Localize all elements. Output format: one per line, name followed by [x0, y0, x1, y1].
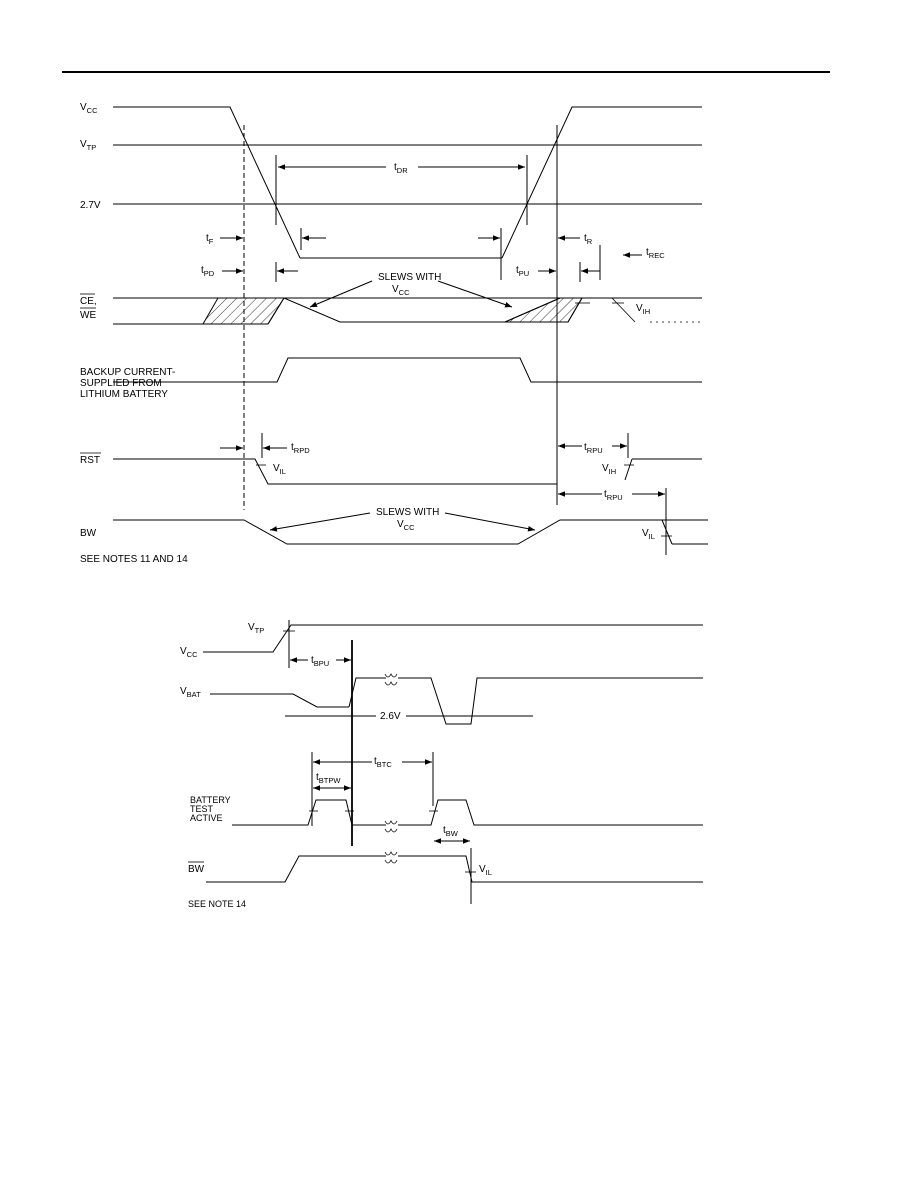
label-trec: tREC: [646, 247, 665, 260]
label-vih-ce: VIH: [636, 303, 650, 316]
label-vil-bw: VIL: [642, 528, 655, 541]
bw-fall-slope: [661, 519, 673, 545]
label-tr: tR: [584, 233, 593, 246]
label-trpu: tRPU: [584, 442, 603, 455]
slews-1-arrow-right: [437, 280, 513, 308]
label-bw: BW: [80, 528, 97, 539]
ce-hatch-right: [504, 297, 583, 323]
label-vbat: VBAT: [180, 686, 201, 699]
bta-break-symbol: [384, 820, 398, 833]
vbat-after-break: [398, 677, 703, 725]
v26-label-bg: [376, 709, 406, 722]
battery-test-timing: VTP VCC VBAT BATTERY TEST ACTIVE BW tBPU…: [180, 620, 703, 909]
label-we: WE: [80, 310, 96, 321]
label-trpu-bw: tRPU: [604, 489, 623, 502]
label-slews-1-vcc: VCC: [392, 284, 410, 297]
label-tbpu: tBPU: [311, 655, 329, 668]
bw-waveform: [113, 519, 708, 545]
label-vcc-b: VCC: [180, 646, 198, 659]
label-tf: tF: [206, 233, 214, 246]
label-2-6v: 2.6V: [380, 711, 401, 722]
vcc-b-waveform: [203, 624, 703, 653]
label-bta-2: TEST: [190, 804, 214, 814]
label-tbtc: tBTC: [374, 756, 392, 769]
label-vil-rst: VIL: [273, 463, 286, 476]
trpu-label-bg: [582, 438, 612, 453]
label-backup-3: LITHIUM BATTERY: [80, 389, 168, 400]
tdr-label-bg: [386, 158, 418, 174]
backup-current-waveform: [113, 357, 702, 383]
ce-hatch-left: [202, 297, 285, 325]
label-tbw: tBW: [443, 825, 459, 838]
label-vtp-b: VTP: [248, 622, 264, 635]
label-slews-2-vcc: VCC: [397, 519, 415, 532]
battery-test-active-waveform: [232, 799, 386, 826]
label-vih-rst: VIH: [602, 463, 616, 476]
label-tpu: tPU: [516, 265, 529, 278]
label-backup-2: SUPPLIED FROM: [80, 378, 162, 389]
label-trpd: tRPD: [291, 442, 310, 455]
label-backup-1: BACKUP CURRENT-: [80, 367, 175, 378]
label-slews-2: SLEWS WITH: [376, 507, 439, 518]
label-slews-1: SLEWS WITH: [378, 272, 441, 283]
label-2-7v: 2.7V: [80, 200, 101, 211]
label-rst: RST: [80, 455, 100, 466]
label-tpd: tPD: [201, 265, 215, 278]
rst-rise-slope: [624, 458, 633, 481]
label-ce: CE,: [80, 296, 97, 307]
rst-waveform: [113, 458, 557, 485]
tbtc-label-bg: [372, 754, 402, 769]
slews-1-arrow-left: [309, 280, 373, 308]
label-vtp: VTP: [80, 139, 96, 152]
label-vil-b: VIL: [479, 864, 492, 877]
label-bw-b: BW: [188, 864, 205, 875]
slews-2-arrow-right: [444, 512, 536, 532]
bw-b-waveform: [206, 855, 386, 883]
note-top: SEE NOTES 11 AND 14: [80, 554, 188, 565]
label-vcc: VCC: [80, 102, 98, 115]
vbat-waveform: [210, 677, 386, 708]
tbpu-label-bg: [308, 652, 336, 667]
note-bottom: SEE NOTE 14: [188, 899, 246, 909]
slews-2-arrow-left: [269, 512, 371, 532]
label-bta-1: BATTERY: [190, 795, 231, 805]
vbat-break-symbol: [384, 673, 398, 686]
bta-after-break: [398, 799, 703, 826]
ce-recovery-slope: [611, 297, 636, 323]
label-bta-3: ACTIVE: [190, 813, 223, 823]
power-down-up-timing: VCC VTP 2.7V CE, WE BACKUP CURRENT- SUPP…: [80, 102, 708, 565]
vcc-waveform: [113, 106, 702, 259]
bw-b-break-symbol: [384, 851, 398, 864]
label-tdr: tDR: [394, 162, 408, 175]
label-tbtpw: tBTPW: [316, 772, 341, 785]
trpu-bw-label-bg: [602, 486, 632, 501]
bw-b-after-break: [398, 855, 703, 883]
